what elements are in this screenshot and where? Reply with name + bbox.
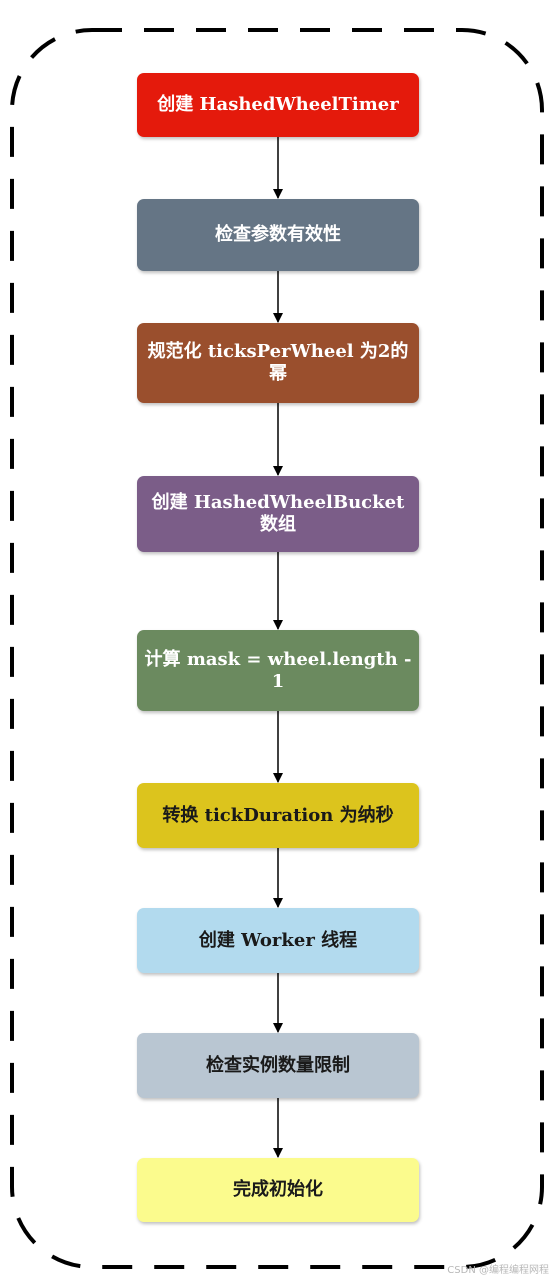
dashed-border bbox=[10, 28, 544, 1269]
flow-step-create-worker: 创建 Worker 线程 bbox=[137, 908, 419, 973]
flow-step-finish-init: 完成初始化 bbox=[137, 1158, 419, 1222]
flow-step-normalize-ticks: 规范化 ticksPerWheel 为2的幂 bbox=[137, 323, 419, 403]
watermark: CSDN @编程编程网程 bbox=[447, 1265, 549, 1276]
flow-step-check-params: 检查参数有效性 bbox=[137, 199, 419, 271]
flow-step-create-buckets: 创建 HashedWheelBucket 数组 bbox=[137, 476, 419, 552]
flow-step-create-timer: 创建 HashedWheelTimer bbox=[137, 73, 419, 137]
flow-step-compute-mask: 计算 mask = wheel.length - 1 bbox=[137, 630, 419, 711]
flow-step-check-instances: 检查实例数量限制 bbox=[137, 1033, 419, 1098]
flow-step-convert-duration: 转换 tickDuration 为纳秒 bbox=[137, 783, 419, 848]
